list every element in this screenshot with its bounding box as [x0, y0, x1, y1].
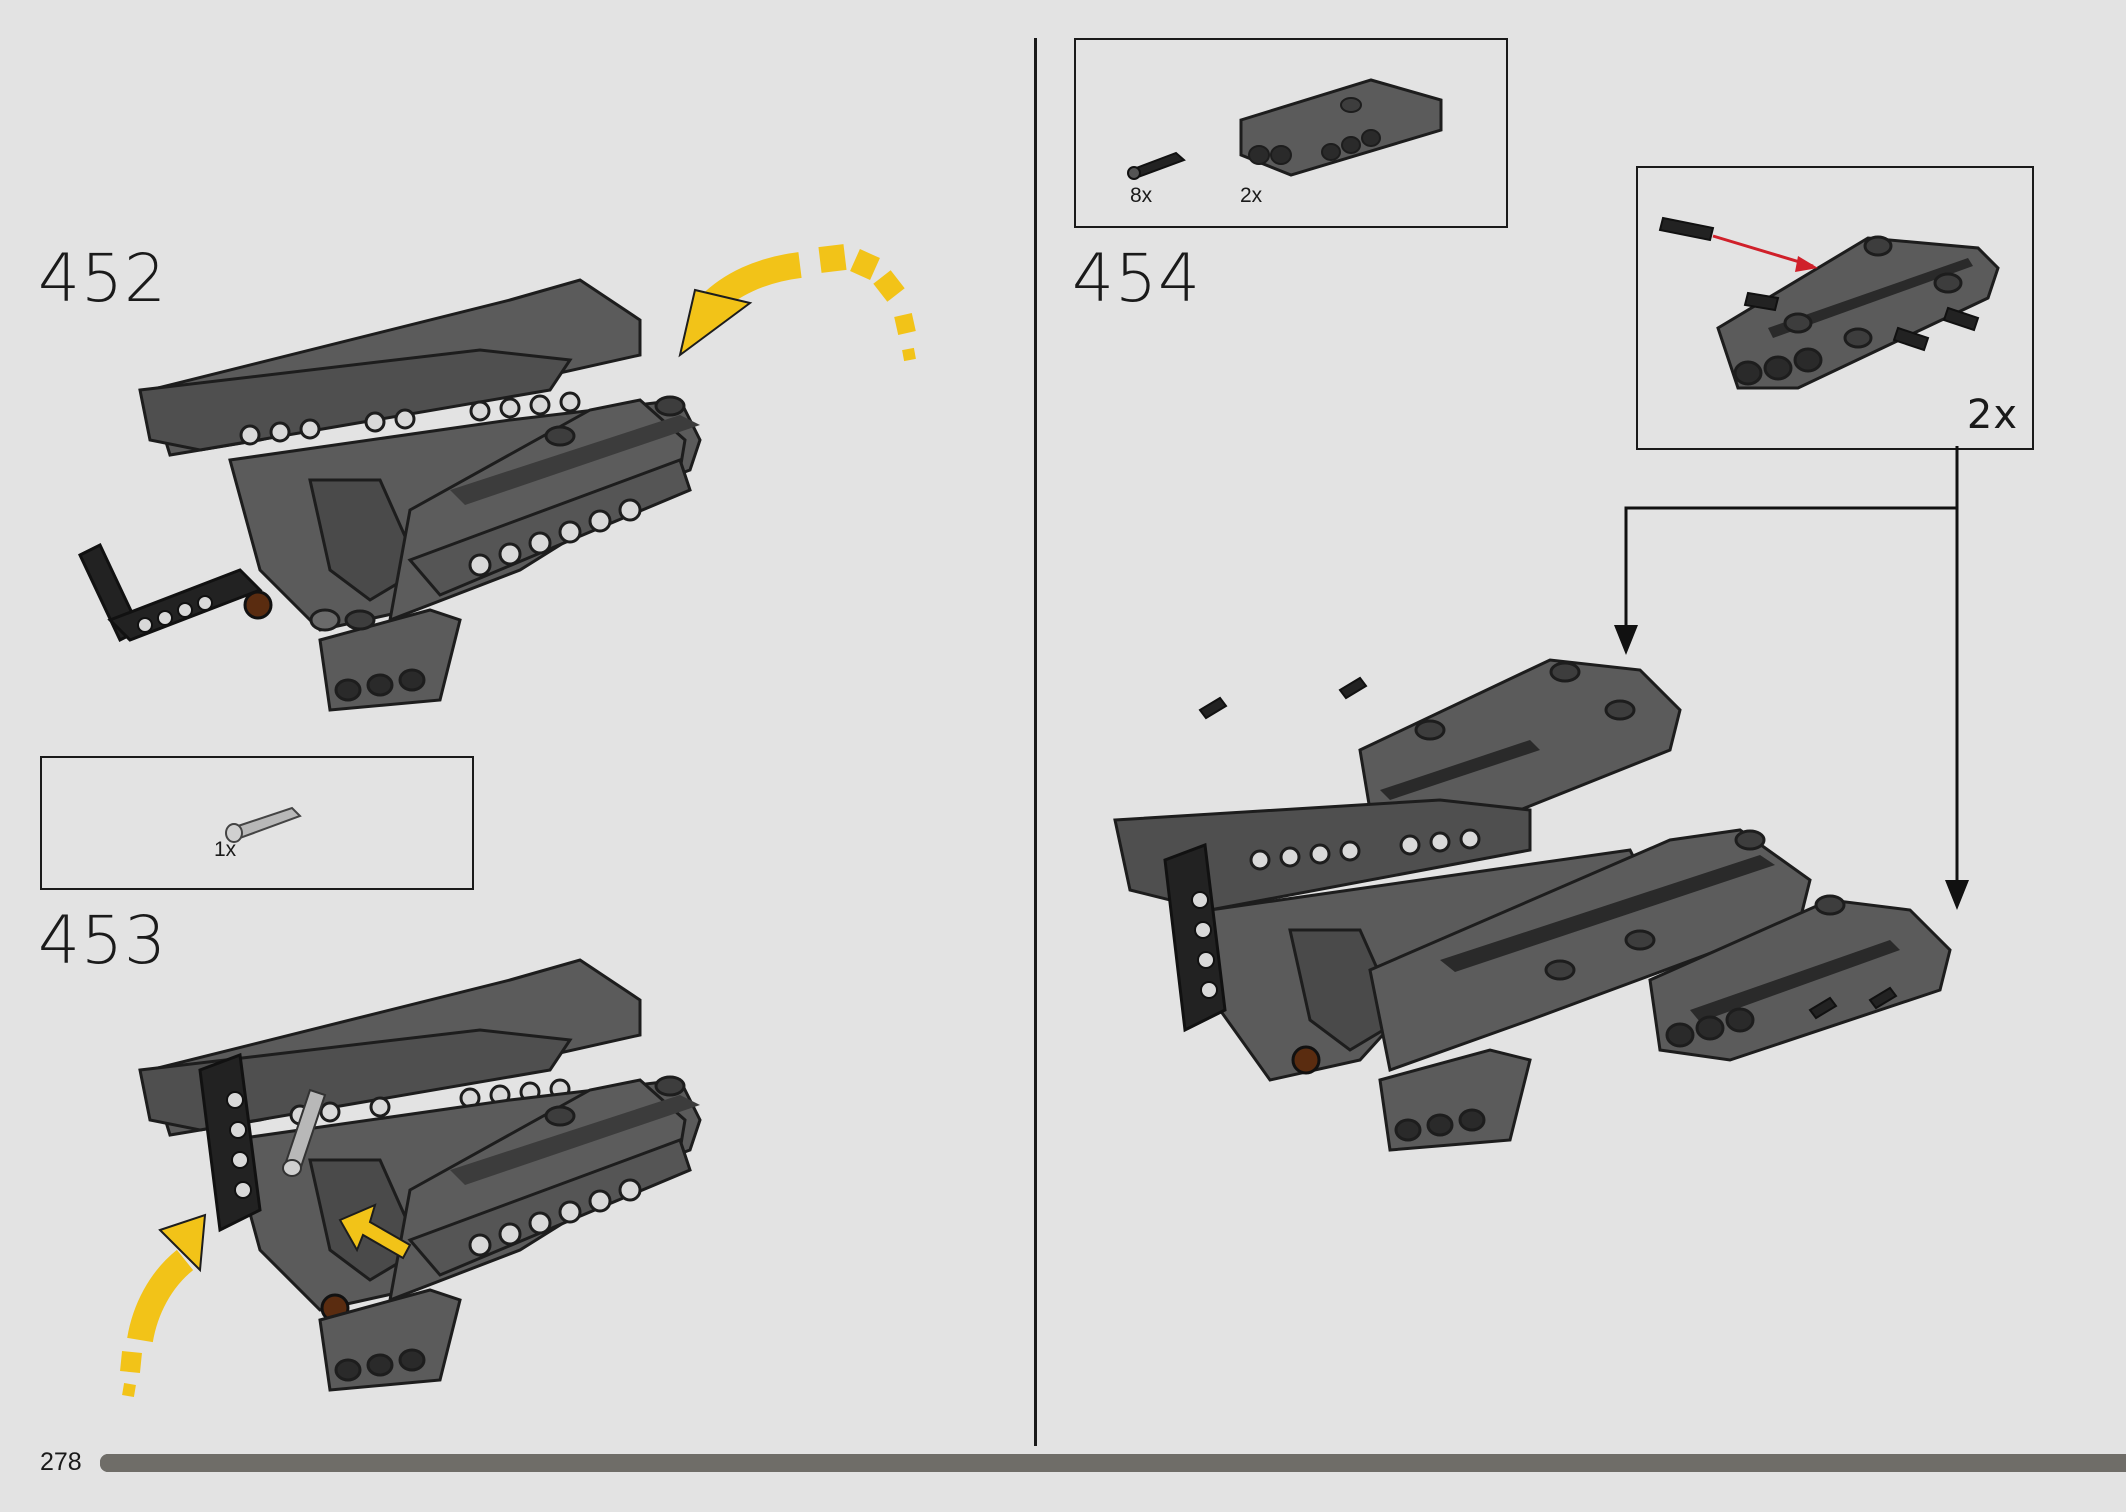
arrow-head-left — [1614, 625, 1638, 655]
part-quantity: 8x — [1130, 184, 1153, 207]
black-l-beam — [78, 542, 263, 643]
panel-connector — [1716, 235, 2000, 390]
black-friction-pin — [1198, 676, 1898, 1020]
step-number: 452 — [38, 240, 167, 317]
part-quantity: 1x — [214, 838, 237, 861]
round-studs — [544, 1075, 686, 1127]
red-insert-arrow — [1712, 234, 1814, 268]
subassembly-multiplier: 2x — [1966, 392, 2018, 438]
round-studs — [344, 395, 686, 631]
step-number: 454 — [1072, 240, 1201, 317]
step-452-assembly-illustration — [78, 278, 702, 712]
progress-bar — [100, 1454, 2126, 1472]
step-number: 453 — [38, 902, 167, 979]
light-gray-axle-pin — [282, 1088, 327, 1177]
subassembly-illustration — [1658, 216, 2000, 390]
dark-gray-panel-connector-icon — [1239, 78, 1443, 177]
black-friction-pin — [1658, 216, 1980, 352]
black-vertical-beam — [198, 1052, 262, 1233]
page-number: 278 — [40, 1448, 82, 1476]
round-studs — [1544, 829, 1846, 981]
black-friction-pin-icon — [1127, 151, 1186, 180]
step-452-rotation-arrow — [678, 244, 916, 362]
step-453-insert-arrow — [338, 1203, 412, 1260]
step-454-assembly-illustration — [1113, 658, 1952, 1152]
red-arrow-head — [1795, 256, 1818, 272]
beam-holes-row — [239, 391, 581, 446]
black-vertical-beam — [1163, 842, 1227, 1033]
axle-pin-red-end — [243, 590, 273, 620]
axle-pin-red-end — [1291, 1045, 1321, 1075]
step-453-assembly-illustration — [138, 958, 702, 1392]
panel-bottom — [318, 608, 462, 712]
light-gray-axle-pin-icon — [225, 806, 302, 843]
panel-bottom — [318, 1288, 462, 1392]
subassembly-callout: 2x — [1636, 166, 2034, 450]
panel-connector-right — [1648, 898, 1952, 1062]
beam-front-row — [407, 1138, 692, 1277]
parts-callout-step-453: 1x — [40, 756, 474, 890]
progress-fill — [100, 1454, 2126, 1472]
arrow-head-right — [1945, 880, 1969, 910]
panel-bottom — [1378, 1048, 1532, 1152]
step-453-rotation-arrow — [120, 1213, 207, 1397]
panel-long-right — [1368, 828, 1812, 1072]
parts-callout-step-454: 8x 2x — [1074, 38, 1508, 228]
beam-front-row — [407, 458, 692, 597]
part-quantity: 2x — [1240, 184, 1263, 207]
beam-holes-row — [1249, 828, 1481, 871]
page-divider — [1034, 38, 1037, 1446]
